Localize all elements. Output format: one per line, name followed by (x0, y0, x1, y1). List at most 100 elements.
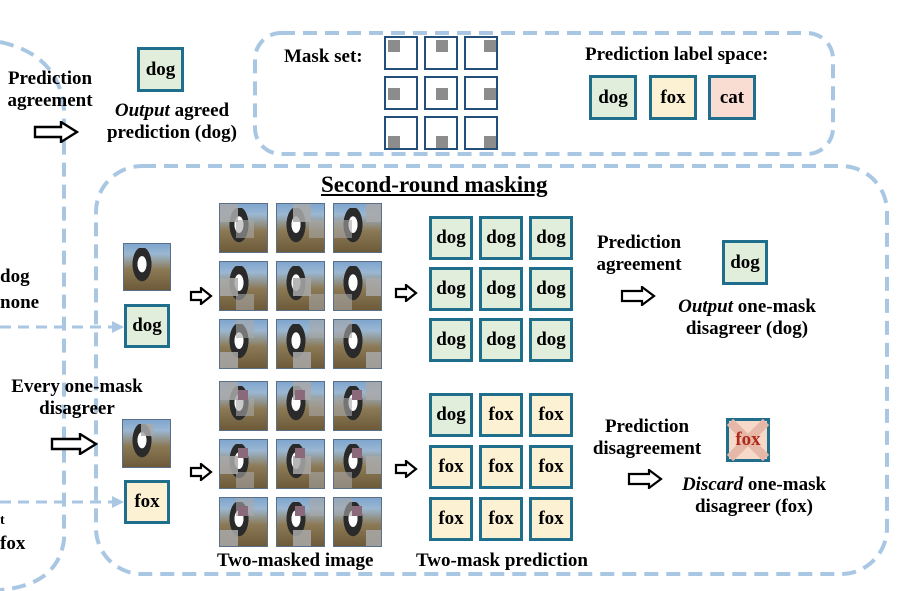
mask-cell (424, 76, 458, 110)
discarded-fox-label: fox (735, 429, 761, 450)
bottom-heading-line2: disagreement (592, 438, 702, 459)
caption-two-masked-image: Two-masked image (217, 550, 374, 571)
mask-patch (484, 40, 496, 52)
mask-patch (334, 472, 352, 488)
second-round-title: Second-round masking (321, 172, 548, 197)
top-result-heading: Prediction agreement (584, 232, 694, 276)
mask-patch (484, 88, 496, 100)
every-one-mask-line2: disagreer (39, 398, 115, 419)
mask-patch (236, 472, 254, 488)
bottom-result-discarded-fox-box: fox (726, 418, 770, 462)
mask-patch (293, 278, 311, 296)
dog-figure (284, 323, 308, 362)
mask-patch (236, 220, 254, 238)
two-masked-image (219, 381, 268, 431)
adversarial-patch (295, 506, 305, 516)
two-masked-images-top (219, 203, 383, 369)
mask-patch (309, 498, 324, 516)
mask-patch (309, 472, 324, 488)
two-masked-image (333, 319, 382, 369)
mask-patch (388, 88, 400, 100)
mask-patch (293, 530, 311, 546)
discard-x-icon (726, 418, 770, 462)
mask-patch (309, 320, 324, 338)
top-heading-line2: agreement (596, 254, 682, 275)
prediction-box: dog (479, 267, 523, 311)
mask-patch (309, 398, 324, 416)
mask-patch (236, 294, 254, 310)
left-pa-line2: agreement (7, 90, 93, 111)
two-masked-image (333, 439, 382, 489)
adversarial-patch (238, 448, 248, 458)
prediction-box: fox (479, 497, 523, 541)
two-masked-image (333, 381, 382, 431)
top-heading-line1: Prediction (596, 232, 682, 253)
discard-word: Discard (681, 474, 744, 495)
two-masked-image (219, 497, 268, 547)
left-every-one-mask: Every one-mask disagreer (0, 376, 154, 420)
arrow-to-bottom-images (189, 463, 213, 481)
mask-patch (334, 498, 352, 516)
top-result-output: Output one-mask disagreer (dog) (662, 296, 832, 340)
arrow-to-top-result (620, 286, 656, 306)
mask-patch (293, 204, 311, 222)
left-output-dog-box: dog (137, 47, 184, 92)
two-masked-image (276, 439, 325, 489)
mask-patch (334, 320, 352, 338)
prediction-box: fox (529, 393, 573, 437)
prediction-box: dog (479, 318, 523, 362)
adversarial-patch (352, 506, 362, 516)
discard-line2: disagreer (fox) (694, 496, 814, 517)
two-masked-image (333, 203, 382, 253)
mask-patch (436, 136, 448, 148)
adversarial-patch (352, 448, 362, 458)
two-masked-image (219, 203, 268, 253)
bottom-result-discard: Discard one-mask disagreer (fox) (668, 474, 840, 518)
prediction-box: fox (479, 445, 523, 489)
mask-patch (293, 456, 311, 474)
input-image-bottom (122, 419, 171, 468)
left-hollow-arrow (33, 121, 79, 143)
input-label-fox: fox (124, 480, 170, 524)
input-label-dog: dog (124, 304, 170, 348)
mask-patch (366, 456, 381, 474)
left-output-agreed: Output agreed prediction (dog) (92, 100, 252, 144)
adversarial-patch (295, 448, 305, 458)
mask-cell (464, 76, 498, 110)
left-cut-fox-top: t (0, 513, 5, 528)
label-space-dog: dog (589, 75, 637, 120)
discard-rest: one-mask (743, 474, 827, 495)
mask-patch (309, 294, 324, 310)
prediction-box: fox (479, 393, 523, 437)
two-masked-image (219, 439, 268, 489)
mask-patch (388, 40, 400, 52)
arrow-to-top-preds (394, 284, 418, 302)
prediction-box: dog (529, 318, 573, 362)
adversarial-patch (238, 506, 248, 516)
mask-cell (384, 116, 418, 150)
mask-patch (334, 398, 352, 416)
mask-cell (384, 36, 418, 70)
two-masked-image (333, 497, 382, 547)
two-masked-image (276, 319, 325, 369)
top-output-word: Output (678, 296, 734, 317)
top-result-dog-box: dog (722, 240, 768, 285)
caption-two-mask-prediction: Two-mask prediction (416, 550, 588, 571)
prediction-box: dog (429, 216, 473, 260)
mask-patch (366, 530, 381, 546)
prediction-box: dog (429, 318, 473, 362)
dog-figure (341, 265, 365, 304)
mask-patch (334, 294, 352, 310)
prediction-box: fox (529, 497, 573, 541)
output-rest: agreed (169, 100, 230, 121)
prediction-box: dog (529, 216, 573, 260)
mask-patch (366, 352, 381, 368)
adversarial-patch (352, 390, 362, 400)
adversarial-patch (295, 390, 305, 400)
mask-patch (366, 382, 381, 400)
mask-patch (436, 40, 448, 52)
label-space-cat: cat (708, 75, 756, 120)
left-cut-dog: dog (0, 266, 30, 287)
two-masked-image (219, 261, 268, 311)
mask-patch (366, 278, 381, 296)
